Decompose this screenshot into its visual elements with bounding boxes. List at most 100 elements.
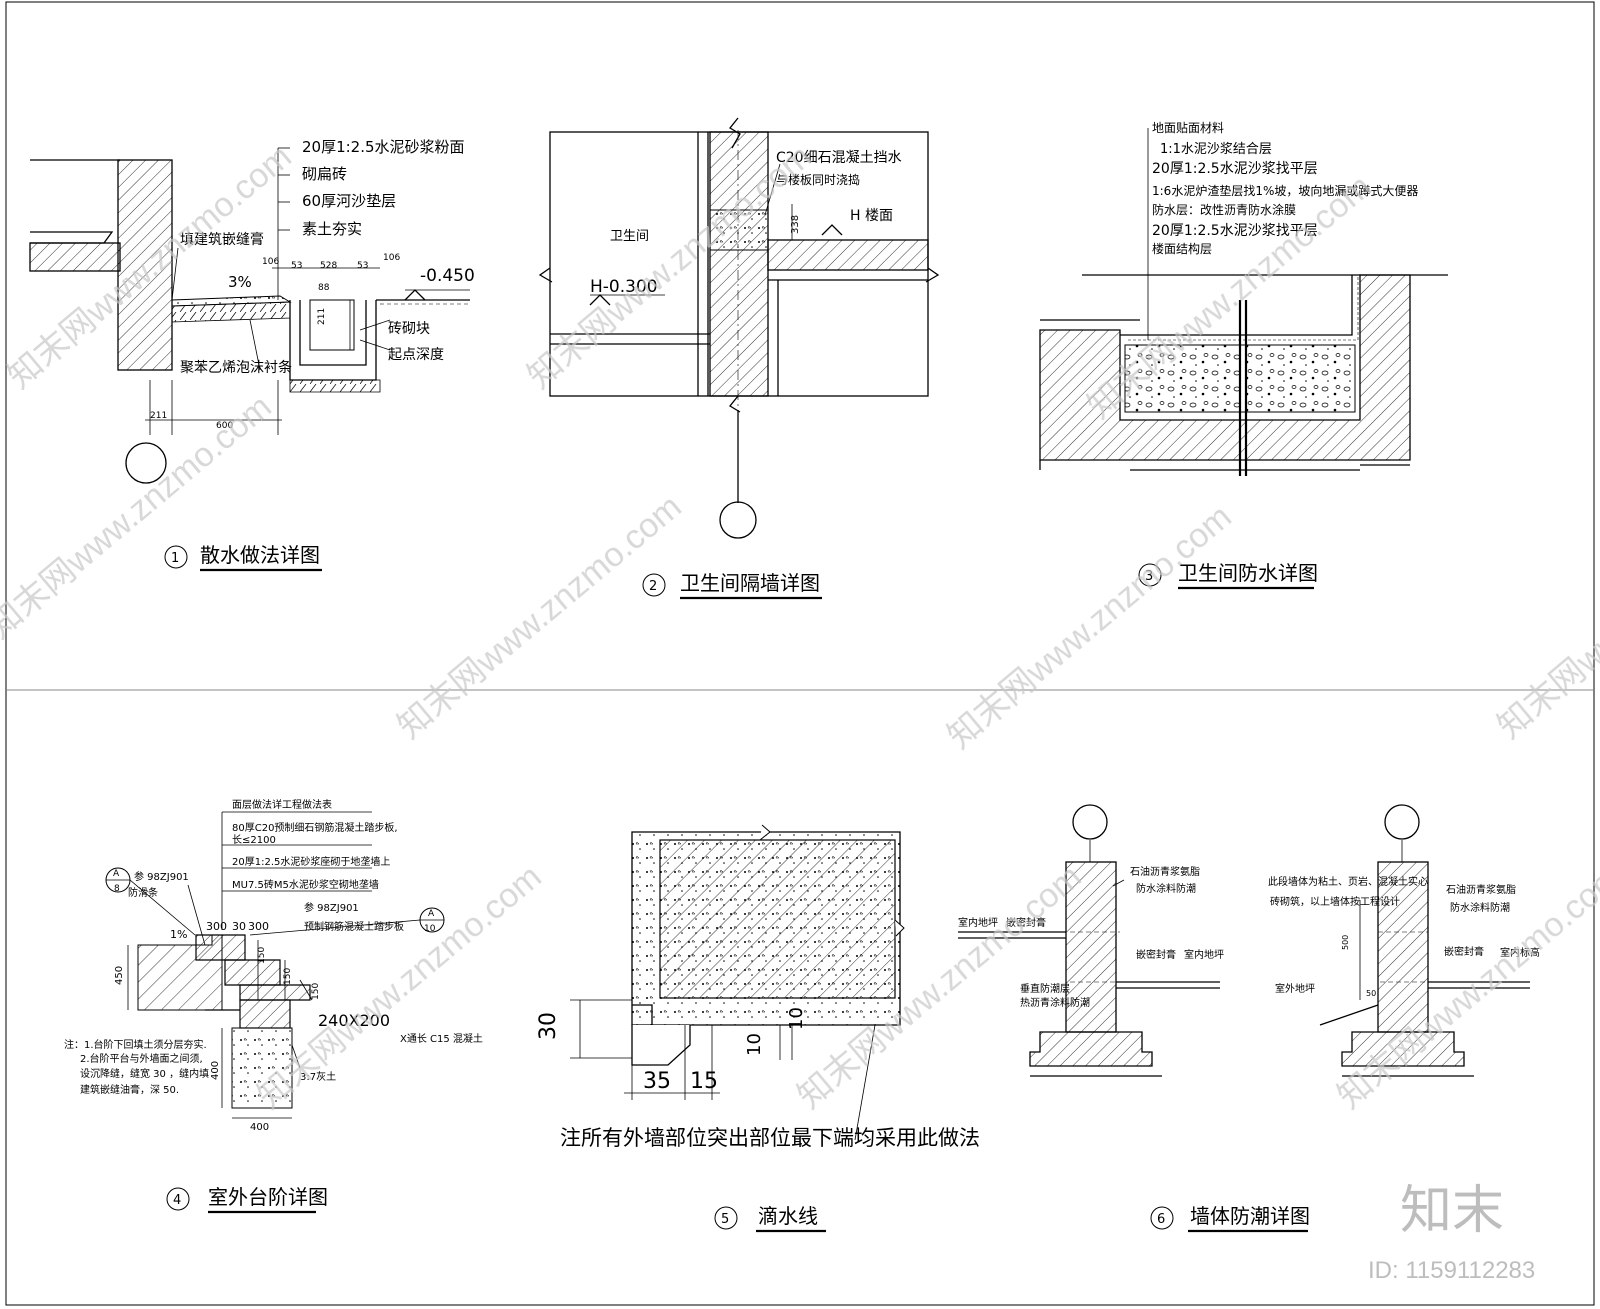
section-mark-circle-6b [1384, 804, 1420, 840]
d4-title-num: 4 [173, 1193, 181, 1208]
d1-layer-4: 素土夯实 [302, 220, 362, 238]
d2-title-num: 2 [649, 579, 657, 594]
d6-right-dim-50: 50 [1366, 989, 1376, 998]
d6-title-num: 6 [1157, 1212, 1165, 1227]
d5-note: 注所有外墙部位突出部位最下端均采用此做法 [560, 1126, 980, 1150]
d5-title: 滴水线 [758, 1204, 818, 1228]
d6-left-seal2: 嵌密封膏 [1136, 948, 1176, 961]
d6-right-note2: 砖砌筑，以上墙体按工程设计 [1270, 895, 1400, 908]
d6-title-circle [1150, 1206, 1174, 1230]
d1-title: 散水做法详图 [200, 543, 320, 567]
watermark-6: 知末网www.znzmo.com [941, 498, 1239, 757]
d4-ref-a-top: A [113, 869, 120, 879]
watermark-5: 知末网www.znzmo.com [391, 488, 689, 747]
d4-beam-note: X通长 C15 混凝土 [400, 1032, 483, 1045]
d4-note-1: 注：1.台阶下回填土须分层夯实. [64, 1038, 207, 1051]
d6-left-vert1: 垂直防潮层 [1020, 982, 1070, 995]
d2-title-circle [642, 573, 666, 597]
d5-dim-10: 10 [744, 1033, 765, 1056]
d4-lime: 3:7灰土 [300, 1070, 336, 1083]
d2-h-floor: H 楼面 [850, 208, 893, 224]
d3-layer-1: 地面贴面材料 [1152, 121, 1224, 135]
d5-title-circle [714, 1206, 738, 1230]
d3-title-circle [1138, 563, 1162, 587]
d1-dim-106a: 106 [262, 257, 279, 267]
d3-layer-5: 防水层：改性沥青防水涂膜 [1152, 202, 1296, 217]
d2-dim-338: 338 [790, 215, 801, 234]
d6-right-indoor: 室内标高 [1500, 946, 1540, 959]
d4-ref-b-num: 10 [424, 924, 436, 934]
d4-dim-400h: 400 [250, 1122, 269, 1133]
d3-title: 卫生间防水详图 [1178, 561, 1318, 585]
page-frame [5, 1, 1595, 1306]
d5-dim-10b: 10 [786, 1007, 807, 1030]
detail-4-drawing [105, 811, 445, 1119]
d6-left-indoor: 室内地坪 [958, 916, 998, 929]
d6-left-vert2: 热沥青涂料防潮 [1020, 996, 1090, 1009]
d4-dim-150a: 150 [257, 947, 267, 964]
d4-dim-300a: 300 [206, 920, 227, 933]
d1-dim-600: 600 [216, 421, 233, 431]
d6-left-oil2: 防水涂料防潮 [1136, 882, 1196, 895]
d4-dim-450: 450 [114, 966, 125, 985]
d2-h-level: H-0.300 [590, 277, 658, 297]
detail-1-drawing [29, 147, 470, 484]
d6-right-outdoor: 室外地坪 [1275, 982, 1315, 995]
d4-beam: 240X200 [318, 1011, 390, 1030]
d3-layer-3: 20厚1:2.5水泥沙浆找平层 [1152, 161, 1318, 177]
detail-5-drawing [570, 824, 905, 1141]
d5-dim-15: 15 [690, 1069, 718, 1094]
d1-fill-note: 填建筑嵌缝膏 [180, 231, 264, 248]
d6-left-oil1: 石油沥青浆氨脂 [1130, 865, 1200, 878]
d4-title-circle [166, 1187, 190, 1211]
d4-layer-3: 20厚1:2.5水泥砂浆座砌于地垄墙上 [232, 855, 390, 868]
d3-layer-2: 1:1水泥沙浆结合层 [1160, 142, 1272, 157]
d4-note-3: 设沉降缝，缝宽 30 ，缝内填 [80, 1067, 209, 1080]
d6-right-note1: 此段墙体为粘土、页岩、混凝土实心 [1268, 875, 1428, 888]
d5-dim-30: 30 [536, 1012, 561, 1040]
d1-layer-1: 20厚1:2.5水泥砂浆粉面 [302, 138, 465, 156]
d4-dim-150b: 150 [283, 968, 293, 985]
section-mark-circle-2 [719, 501, 757, 539]
d4-note-2: 2.台阶平台与外墙面之间须, [80, 1052, 203, 1065]
d1-dim-53a: 53 [291, 261, 302, 271]
d4-ref-b-top: A [428, 909, 435, 919]
d1-dim-211: 211 [150, 411, 167, 421]
d4-dim-400v: 400 [210, 1061, 221, 1080]
d4-note-4: 建筑嵌缝油膏，深 50. [80, 1083, 179, 1096]
d1-foam: 聚苯乙烯泡沫衬条 [180, 359, 292, 376]
d1-slope: 3% [228, 273, 252, 291]
d1-dim-88: 88 [318, 283, 330, 293]
section-mark-circle-6a [1072, 804, 1108, 840]
watermark-brand: 知末 [1400, 1181, 1504, 1241]
section-mark-circle-1 [125, 442, 167, 484]
d4-ref-a-num: 8 [114, 884, 120, 894]
d3-layer-6: 20厚1:2.5水泥沙浆找平层 [1152, 223, 1318, 239]
d6-right-oil2: 防水涂料防潮 [1450, 901, 1510, 914]
watermark-4: 知末网www.znzmo.com [0, 388, 279, 647]
d6-right-seal: 嵌密封膏 [1444, 945, 1484, 958]
detail-3-drawing [1039, 128, 1448, 476]
d4-ref-a-text2: 防滑条 [128, 886, 158, 899]
d6-left-seal: 嵌密封膏 [1006, 916, 1046, 929]
d1-dim-53b: 53 [357, 261, 368, 271]
d4-dim-300b: 300 [248, 920, 269, 933]
d2-c20-1: C20细石混凝土挡水 [776, 150, 902, 166]
d6-right-dim-500: 500 [1341, 935, 1350, 950]
d5-dim-35: 35 [643, 1069, 671, 1094]
d4-layer-1: 80厚C20预制细石钢筋混凝土踏步板, [232, 821, 398, 834]
d1-dim-211v: 211 [317, 308, 327, 325]
d4-ref-a-text1: 参 98ZJ901 [134, 870, 189, 883]
watermark-7: 知末网www.znzmo.com [1491, 488, 1600, 747]
d4-ref-b-text1: 参 98ZJ901 [304, 901, 359, 914]
d4-layer-2: 长≤2100 [232, 834, 276, 846]
d2-room: 卫生间 [610, 229, 649, 244]
d1-dim-106b: 106 [383, 253, 400, 263]
detail-6-drawing [958, 804, 1530, 1077]
d4-layer-4: MU7.5砖M5水泥砂浆空砌地垄墙 [232, 878, 379, 891]
d3-layer-4: 1:6水泥炉渣垫层找1%坡，坡向地漏或蹲式大便器 [1152, 183, 1418, 198]
d1-brick: 砖砌块 [388, 321, 430, 337]
d4-dim-150c: 150 [311, 983, 321, 1000]
d4-dim-30: 30 [232, 920, 246, 933]
